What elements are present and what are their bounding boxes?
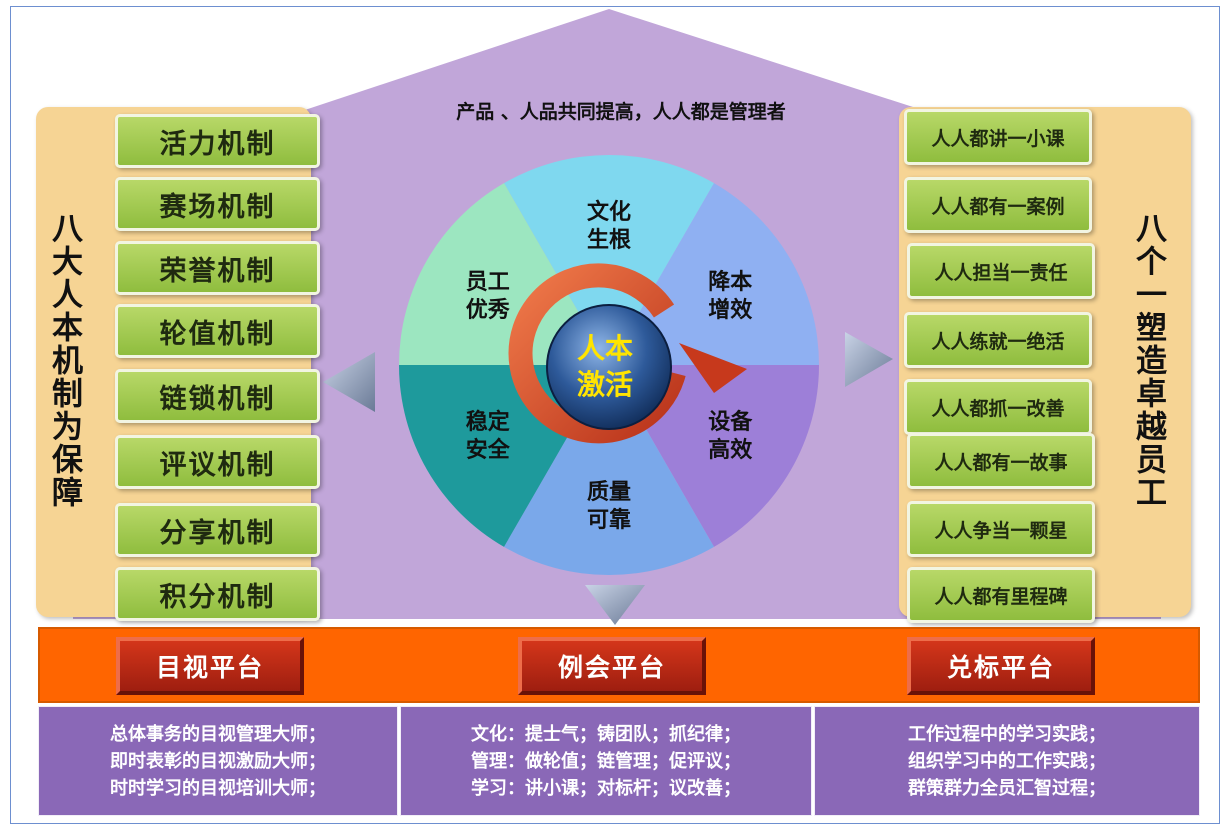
cycle-arrow-head-icon (679, 343, 747, 393)
left-panel-title: 八大人本机制为保障 (46, 212, 82, 509)
mechanism-box: 荣誉机制 (115, 241, 320, 295)
segment-culture-label: 生根 (587, 228, 631, 253)
habit-box: 人人都有一案例 (904, 177, 1092, 233)
description-line: 即时表彰的目视激励大师； (110, 750, 326, 772)
mechanism-box: 活力机制 (115, 114, 320, 168)
segment-cost-label: 降本 (708, 270, 752, 295)
description-visual: 总体事务的目视管理大师； 即时表彰的目视激励大师； 时时学习的目视培训大师； (38, 706, 398, 816)
segment-equipment-label: 设备 (708, 409, 753, 435)
description-line: 学习：讲小课；对标杆；议改善； (471, 777, 741, 799)
roof-title: 产品 、人品共同提高，人人都是管理者 (456, 101, 786, 123)
habit-box: 人人都抓一改善 (904, 379, 1092, 435)
arrow-down-icon (585, 585, 645, 625)
mechanism-box: 分享机制 (115, 503, 320, 557)
description-line: 总体事务的目视管理大师； (110, 723, 326, 745)
mechanism-box: 赛场机制 (115, 177, 320, 231)
segment-culture (504, 155, 714, 365)
diagram-frame: 八大人本机制为保障 八个一塑造卓越员工 产品 、人品共同提高，人人都是管理者 活… (10, 6, 1220, 824)
description-line: 群策群力全员汇智过程； (908, 777, 1106, 799)
core-label-line2: 激活 (577, 368, 633, 401)
arrow-right-icon (845, 332, 893, 387)
habit-box: 人人都有一故事 (907, 433, 1095, 489)
mechanism-box: 轮值机制 (115, 304, 320, 358)
segment-quality-label: 质量 (587, 480, 631, 505)
segment-staff-label: 优秀 (466, 297, 510, 323)
segment-staff (399, 183, 609, 365)
description-meeting: 文化：提士气；铸团队；抓纪律； 管理：做轮值；链管理；促评议； 学习：讲小课；对… (400, 706, 812, 816)
description-line: 时时学习的目视培训大师； (110, 777, 326, 799)
core-circle (546, 304, 672, 430)
segment-staff-label: 员工 (466, 270, 510, 295)
mechanism-box: 链锁机制 (115, 369, 320, 423)
habit-box: 人人都讲一小课 (904, 109, 1092, 165)
mechanism-box: 评议机制 (115, 435, 320, 489)
description-line: 管理：做轮值；链管理；促评议； (471, 750, 741, 772)
description-benchmark: 工作过程中的学习实践； 组织学习中的工作实践； 群策群力全员汇智过程； (814, 706, 1200, 816)
segment-equipment-label: 高效 (708, 437, 752, 463)
description-line: 文化：提士气；铸团队；抓纪律； (471, 723, 741, 745)
arrow-left-icon (323, 352, 375, 412)
habit-box: 人人担当一责任 (907, 243, 1095, 299)
habit-box: 人人都有里程碑 (907, 567, 1095, 623)
habit-box: 人人练就一绝活 (904, 312, 1092, 368)
platform-meeting: 例会平台 (518, 637, 706, 695)
segment-quality-label: 可靠 (587, 508, 631, 533)
segment-safety-label: 稳定 (466, 409, 510, 435)
platform-benchmark: 兑标平台 (907, 637, 1095, 695)
segment-cost (609, 183, 819, 365)
segment-cost-label: 增效 (708, 297, 752, 323)
platform-visual: 目视平台 (116, 637, 304, 695)
segment-culture-label: 文化 (587, 199, 631, 225)
mechanism-box: 积分机制 (115, 567, 320, 621)
habit-box: 人人争当一颗星 (907, 501, 1095, 557)
core-label-line1: 人本 (577, 332, 633, 365)
description-line: 组织学习中的工作实践； (908, 750, 1106, 772)
right-panel-title: 八个一塑造卓越员工 (1130, 212, 1166, 509)
segment-quality (504, 365, 714, 575)
segment-safety-label: 安全 (466, 437, 511, 463)
description-line: 工作过程中的学习实践； (908, 723, 1106, 745)
